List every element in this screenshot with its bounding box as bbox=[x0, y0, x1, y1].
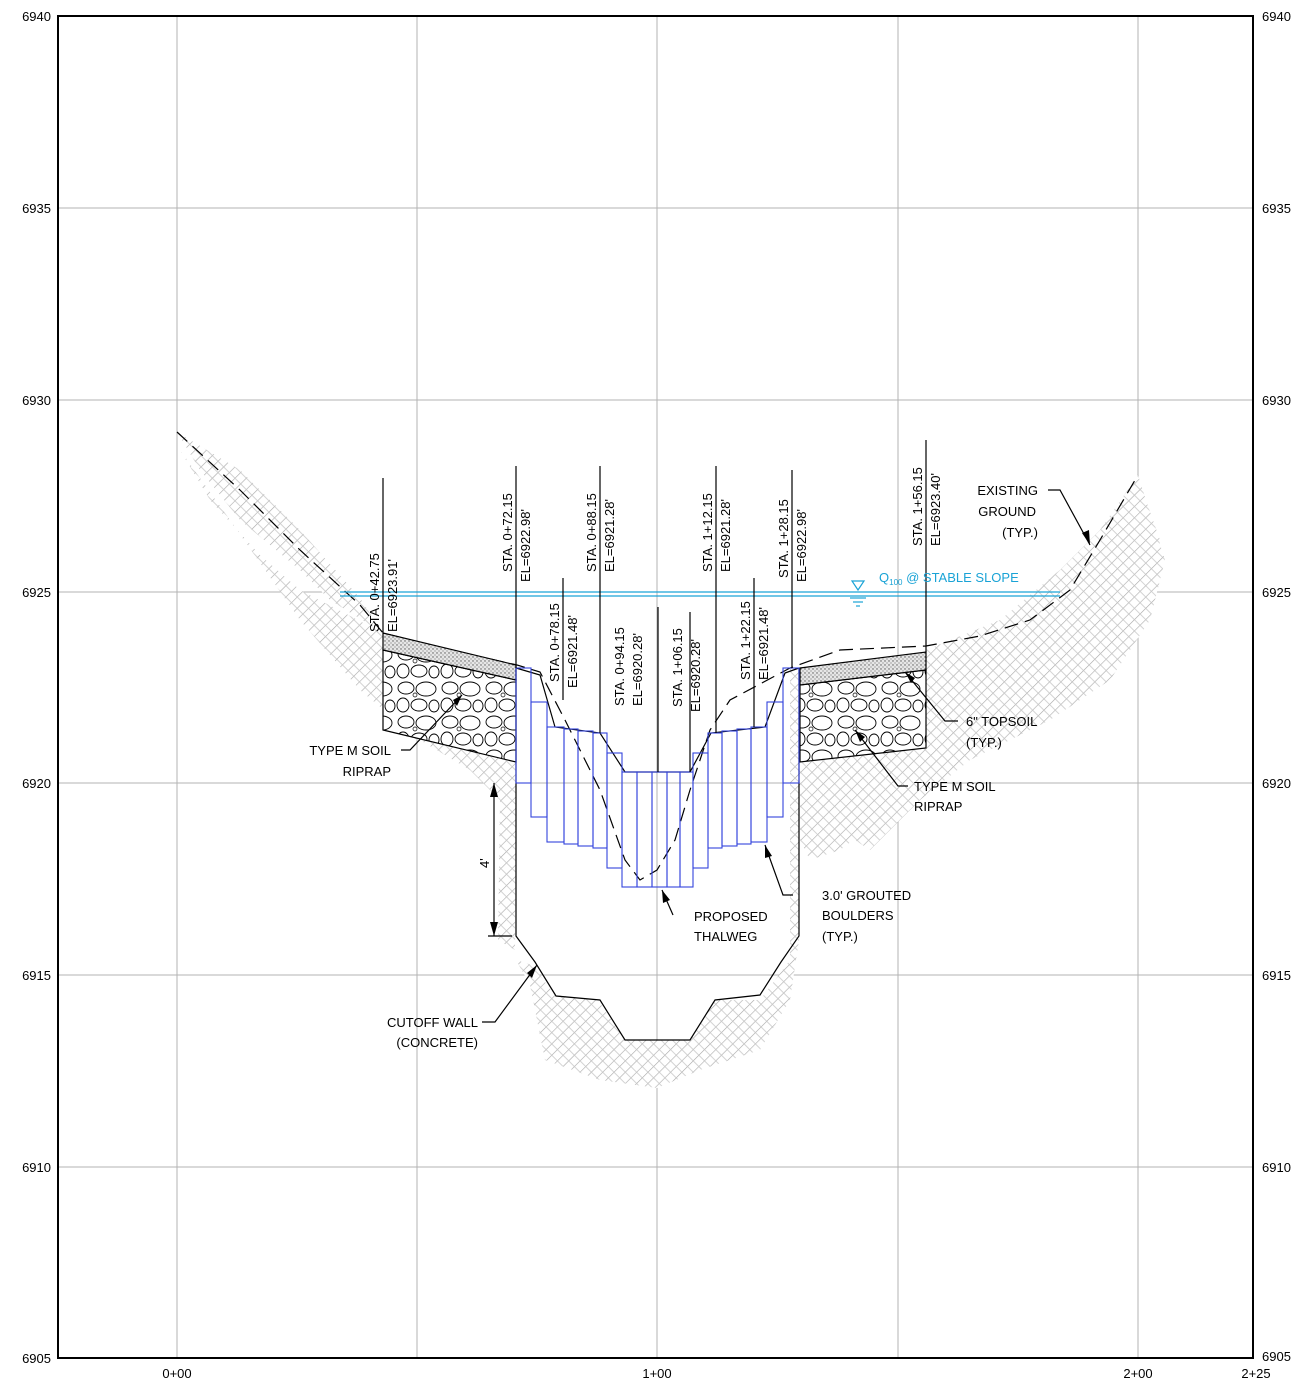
y-tick-label: 6905 bbox=[1262, 1349, 1291, 1364]
callout-leaders bbox=[401, 489, 1091, 1023]
water-level-icon bbox=[850, 580, 866, 592]
svg-text:(TYP.): (TYP.) bbox=[822, 929, 858, 944]
svg-text:THALWEG: THALWEG bbox=[694, 929, 757, 944]
callout-existing-ground: EXISTING GROUND (TYP.) bbox=[977, 483, 1038, 540]
existing-ground-line bbox=[176, 431, 1139, 881]
y-tick-label: 6925 bbox=[1262, 585, 1291, 600]
y-tick-label: 6925 bbox=[22, 585, 51, 600]
elevation-label: EL=6920.28' bbox=[688, 639, 703, 712]
station-label: STA. 0+94.15 bbox=[612, 627, 627, 706]
svg-text:(TYP.): (TYP.) bbox=[1002, 525, 1038, 540]
svg-text:EXISTING: EXISTING bbox=[977, 483, 1038, 498]
svg-text:(CONCRETE): (CONCRETE) bbox=[396, 1035, 478, 1050]
station-labels: STA. 0+42.75 EL=6923.91' STA. 0+72.15 EL… bbox=[367, 467, 943, 712]
grid-lines bbox=[58, 16, 1253, 1358]
y-tick-label: 6920 bbox=[1262, 776, 1291, 791]
svg-text:6" TOPSOIL: 6" TOPSOIL bbox=[966, 714, 1037, 729]
y-tick-label: 6930 bbox=[22, 393, 51, 408]
station-label: STA. 1+22.15 bbox=[738, 601, 753, 680]
cutoff-wall bbox=[515, 668, 800, 1041]
x-axis: 0+00 1+00 2+00 2+25 bbox=[162, 1366, 1270, 1381]
callout-cutoff-wall: CUTOFF WALL (CONCRETE) bbox=[387, 1015, 478, 1050]
x-tick-label: 0+00 bbox=[162, 1366, 191, 1381]
elevation-label: EL=6921.28' bbox=[602, 499, 617, 572]
x-tick-label: 2+25 bbox=[1241, 1366, 1270, 1381]
y-axis-left: 6940 6935 6930 6925 6920 6915 6910 6905 bbox=[22, 9, 51, 1366]
svg-text:GROUND: GROUND bbox=[978, 504, 1036, 519]
depth-dimension bbox=[488, 783, 512, 937]
station-label: STA. 0+88.15 bbox=[584, 493, 599, 572]
svg-text:RIPRAP: RIPRAP bbox=[914, 799, 962, 814]
elevation-label: EL=6922.98' bbox=[518, 509, 533, 582]
soil-hatch-right bbox=[800, 478, 1160, 860]
soil-hatch-left bbox=[177, 432, 1165, 1088]
station-label: STA. 1+56.15 bbox=[910, 467, 925, 546]
topsoil-right bbox=[799, 651, 927, 686]
elevation-label: EL=6921.28' bbox=[718, 499, 733, 572]
elevation-label: EL=6923.91' bbox=[385, 559, 400, 632]
riprap-right bbox=[799, 669, 927, 763]
callout-thalweg: PROPOSED THALWEG bbox=[694, 909, 768, 944]
svg-text:TYPE M SOIL: TYPE M SOIL bbox=[309, 743, 391, 758]
svg-text:TYPE M SOIL: TYPE M SOIL bbox=[914, 779, 996, 794]
callout-riprap-right: TYPE M SOIL RIPRAP bbox=[914, 779, 996, 814]
svg-text:(TYP.): (TYP.) bbox=[966, 735, 1002, 750]
svg-text:PROPOSED: PROPOSED bbox=[694, 909, 768, 924]
y-tick-label: 6940 bbox=[1262, 9, 1291, 24]
depth-dimension-label: 4' bbox=[477, 858, 492, 868]
station-label: STA. 0+72.15 bbox=[500, 493, 515, 572]
y-tick-label: 6920 bbox=[22, 776, 51, 791]
callout-riprap-left: TYPE M SOIL RIPRAP bbox=[309, 743, 391, 779]
x-tick-label: 1+00 bbox=[642, 1366, 671, 1381]
y-tick-label: 6910 bbox=[22, 1160, 51, 1175]
soil-hatch-lower-left bbox=[180, 450, 516, 950]
plot-frame bbox=[57, 15, 1254, 1359]
y-tick-label: 6915 bbox=[1262, 968, 1291, 983]
station-leaders bbox=[382, 440, 927, 772]
elevation-label: EL=6923.40' bbox=[928, 473, 943, 546]
elevation-label: EL=6921.48' bbox=[756, 607, 771, 680]
svg-text:CUTOFF WALL: CUTOFF WALL bbox=[387, 1015, 478, 1030]
station-label: STA. 1+12.15 bbox=[700, 493, 715, 572]
water-surface bbox=[340, 580, 1060, 607]
y-tick-label: 6930 bbox=[1262, 393, 1291, 408]
water-surface-label: Q100 @ STABLE SLOPE bbox=[879, 570, 1019, 587]
elevation-label: EL=6920.28' bbox=[630, 633, 645, 706]
elevation-label: EL=6921.48' bbox=[565, 615, 580, 688]
y-tick-label: 6915 bbox=[22, 968, 51, 983]
y-tick-label: 6935 bbox=[22, 201, 51, 216]
elevation-label: EL=6922.98' bbox=[794, 509, 809, 582]
svg-text:BOULDERS: BOULDERS bbox=[822, 908, 894, 923]
station-label: STA. 1+06.15 bbox=[670, 628, 685, 707]
y-tick-label: 6935 bbox=[1262, 201, 1291, 216]
station-label: STA. 0+42.75 bbox=[367, 553, 382, 632]
station-label: STA. 0+78.15 bbox=[547, 603, 562, 682]
y-tick-label: 6905 bbox=[22, 1351, 51, 1366]
svg-text:RIPRAP: RIPRAP bbox=[343, 764, 391, 779]
station-label: STA. 1+28.15 bbox=[776, 499, 791, 578]
callout-boulders: 3.0' GROUTED BOULDERS (TYP.) bbox=[822, 888, 911, 944]
callout-topsoil: 6" TOPSOIL (TYP.) bbox=[966, 714, 1037, 750]
y-axis-right: 6940 6935 6930 6925 6920 6915 6910 6905 bbox=[1262, 9, 1291, 1364]
y-tick-label: 6940 bbox=[22, 9, 51, 24]
svg-text:3.0' GROUTED: 3.0' GROUTED bbox=[822, 888, 911, 903]
x-tick-label: 2+00 bbox=[1123, 1366, 1152, 1381]
y-tick-label: 6910 bbox=[1262, 1160, 1291, 1175]
